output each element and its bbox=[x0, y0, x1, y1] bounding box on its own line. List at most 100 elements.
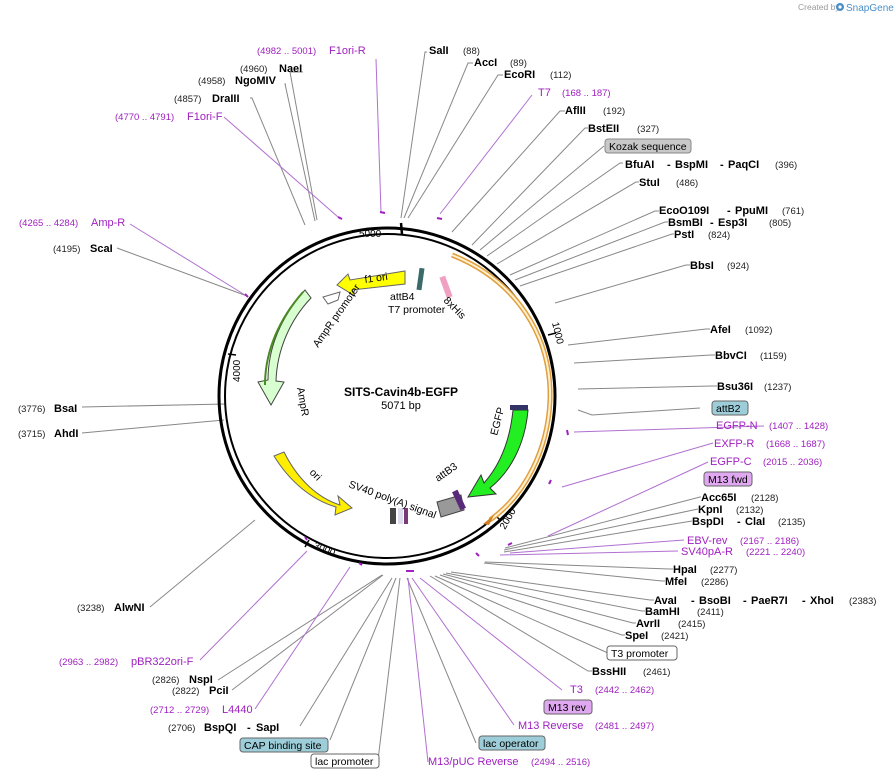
primer-f1ori-f: F1ori-F bbox=[187, 111, 223, 123]
enz-xhoi: XhoI bbox=[810, 595, 834, 607]
ampr-promoter-label: AmpR promoter bbox=[311, 282, 364, 350]
enz-bbvci: BbvCI bbox=[715, 350, 747, 362]
enz-bsu36i-pos: (1237) bbox=[764, 382, 791, 393]
primer-ebv-rev-pos: (2167 .. 2186) bbox=[740, 536, 799, 547]
enz-bsshii-pos: (2461) bbox=[643, 667, 670, 678]
primer-amp-r: Amp-R bbox=[91, 217, 125, 229]
enz-acci-pos: (89) bbox=[510, 58, 527, 69]
sep-1: - bbox=[720, 159, 724, 171]
enz-avai: AvaI bbox=[654, 595, 677, 607]
enz-bspdi-pos: (2135) bbox=[778, 517, 805, 528]
enz-kpni: KpnI bbox=[698, 504, 722, 516]
enz-ngomiv-pos: (4958) bbox=[198, 76, 225, 87]
enz-ecoo109i: EcoO109I bbox=[659, 205, 709, 217]
primer-m13-reverse: M13 Reverse bbox=[518, 720, 583, 732]
box-attb2: attB2 bbox=[711, 400, 749, 416]
enz-hpai: HpaI bbox=[673, 564, 697, 576]
enz-scai: ScaI bbox=[90, 243, 113, 255]
enz-nspi-pos: (2826) bbox=[152, 675, 179, 686]
leader-lines bbox=[81, 51, 765, 763]
enz-alwni-pos: (3238) bbox=[77, 603, 104, 614]
svg-text:M13 rev: M13 rev bbox=[548, 702, 587, 714]
enz-bspmi: BspMI bbox=[675, 159, 708, 171]
primer-t7-pos: (168 .. 187) bbox=[562, 88, 611, 99]
enz-mfei: MfeI bbox=[665, 576, 687, 588]
credit-brand: SnapGene bbox=[846, 3, 894, 14]
enz-ahdi: AhdI bbox=[54, 428, 78, 440]
box-cap: CAP binding site bbox=[239, 737, 329, 753]
enz-alwni: AlwNI bbox=[114, 602, 145, 614]
enz-bfuai: BfuAI bbox=[625, 159, 654, 171]
enz-bbvci-pos: (1159) bbox=[760, 351, 787, 362]
enz-acc65i: Acc65I bbox=[701, 492, 736, 504]
primer-egfp-n-pos: (1407 .. 1428) bbox=[769, 421, 828, 432]
primer-m13-puc: M13/pUC Reverse bbox=[428, 756, 518, 768]
primer-t7: T7 bbox=[538, 87, 551, 99]
enz-psti: PstI bbox=[674, 229, 694, 241]
svg-text:lac promoter: lac promoter bbox=[315, 756, 374, 768]
sep-4: - bbox=[737, 516, 741, 528]
enz-clai: ClaI bbox=[745, 516, 765, 528]
primer-f1ori-f-pos: (4770 .. 4791) bbox=[115, 112, 174, 123]
attb4-label: attB4 bbox=[390, 291, 415, 303]
enz-bspqi: BspQI bbox=[204, 722, 236, 734]
credit-prefix: Created by bbox=[798, 2, 840, 12]
enz-kpni-pos: (2132) bbox=[736, 505, 763, 516]
box-m13fwd: M13 fwd bbox=[703, 471, 753, 487]
enz-mfei-pos: (2286) bbox=[701, 577, 728, 588]
primer-ebv-rev: EBV-rev bbox=[687, 535, 728, 547]
enz-bfuai-pos: (396) bbox=[775, 160, 797, 171]
sep-8: - bbox=[247, 722, 251, 734]
enz-bsteii-pos: (327) bbox=[637, 124, 659, 135]
enz-spei-pos: (2421) bbox=[661, 631, 688, 642]
primer-amp-r-pos: (4265 .. 4284) bbox=[19, 218, 78, 229]
enz-acci: AccI bbox=[474, 57, 497, 69]
svg-text:CAP binding site: CAP binding site bbox=[244, 740, 322, 752]
enz-ahdi-pos: (3715) bbox=[18, 429, 45, 440]
enz-naei: NaeI bbox=[279, 63, 302, 75]
enz-naei-pos: (4960) bbox=[240, 64, 267, 75]
svg-text:Kozak sequence: Kozak sequence bbox=[609, 141, 687, 153]
enz-stui-pos: (486) bbox=[676, 178, 698, 189]
his-tag-feature bbox=[439, 275, 453, 299]
enz-bamhi: BamHI bbox=[645, 606, 680, 618]
enz-sali: SalI bbox=[429, 45, 449, 57]
primer-egfp-n: EGFP-N bbox=[716, 420, 758, 432]
enz-sali-pos: (88) bbox=[463, 46, 480, 57]
enz-ngomiv: NgoMIV bbox=[235, 75, 277, 87]
ori-arrow bbox=[273, 451, 353, 516]
enz-aflii-pos: (192) bbox=[603, 106, 625, 117]
attb4-feature bbox=[416, 267, 425, 291]
box-t3promoter: T3 promoter bbox=[606, 645, 678, 661]
egfp-arrow bbox=[467, 405, 529, 498]
svg-text:lac operator: lac operator bbox=[483, 738, 539, 750]
svg-text:T3 promoter: T3 promoter bbox=[611, 648, 669, 660]
primer-sv40pa-r-pos: (2221 .. 2240) bbox=[746, 547, 805, 558]
ampr-arrow bbox=[257, 289, 312, 407]
enz-bsmbi-pos: (805) bbox=[769, 218, 791, 229]
enz-pcii-pos: (2822) bbox=[172, 686, 199, 697]
primer-sv40pa-r: SV40pA-R bbox=[681, 546, 733, 558]
primer-marks bbox=[244, 211, 569, 572]
egfp-label: EGFP bbox=[488, 406, 507, 437]
tick-3000: 3000 bbox=[312, 541, 337, 560]
box-lacprom: lac promoter bbox=[310, 753, 380, 769]
enz-avai-pos: (2383) bbox=[849, 596, 876, 607]
ampr-promoter-arrow bbox=[322, 291, 341, 305]
sep-6: - bbox=[743, 595, 747, 607]
enz-bsshii: BssHII bbox=[592, 666, 626, 678]
ori-label: ori bbox=[307, 467, 324, 484]
enz-bbsi: BbsI bbox=[690, 260, 714, 272]
enz-bsai-pos: (3776) bbox=[18, 404, 45, 415]
primer-l4440: L4440 bbox=[222, 704, 253, 716]
t7-promoter-label: T7 promoter bbox=[388, 304, 446, 316]
plasmid-name: SITS-Cavin4b-EGFP bbox=[344, 385, 458, 399]
primer-m13-reverse-pos: (2481 .. 2497) bbox=[595, 721, 654, 732]
enz-afei: AfeI bbox=[710, 324, 731, 336]
enz-draiii: DraIII bbox=[212, 93, 240, 105]
enz-afei-pos: (1092) bbox=[745, 325, 772, 336]
primer-exfp-r-pos: (1668 .. 1687) bbox=[766, 439, 825, 450]
enz-bspdi: BspDI bbox=[692, 516, 724, 528]
snapgene-logo-icon bbox=[836, 3, 844, 11]
